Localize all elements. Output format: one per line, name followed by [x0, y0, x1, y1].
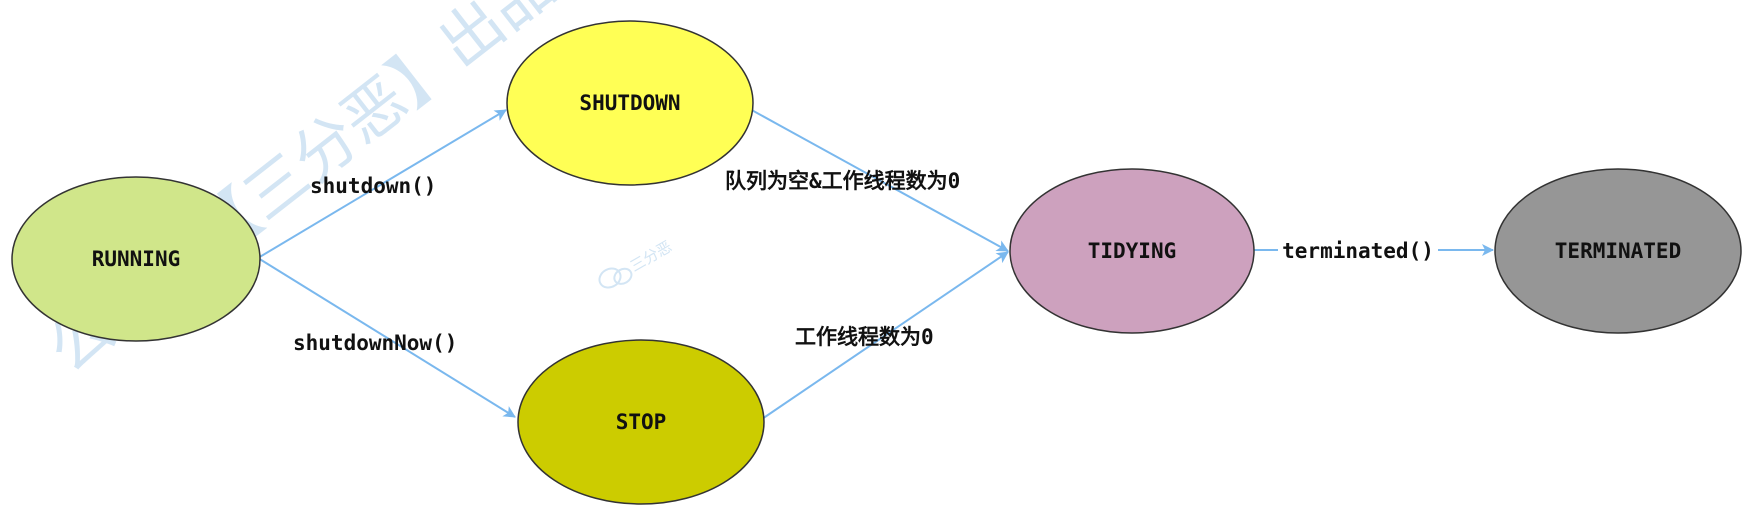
node-terminated-label: TERMINATED: [1555, 239, 1681, 263]
node-running: RUNNING: [11, 176, 261, 342]
edge-labels: shutdown() shutdownNow() 队列为空&工作线程数为0 工作…: [293, 169, 1434, 355]
edges: [257, 107, 1494, 420]
node-running-label: RUNNING: [92, 247, 181, 271]
edge-shutdown-to-tidying: [747, 107, 1009, 252]
edge-label-queue-empty: 队列为空&工作线程数为0: [725, 169, 960, 193]
watermark-small-text: 三分恶: [627, 237, 675, 275]
edge-running-to-shutdown: [257, 109, 507, 259]
watermark-small: 三分恶: [598, 237, 675, 289]
node-stop-label: STOP: [616, 410, 667, 434]
node-running-shape: [11, 176, 261, 342]
edge-label-shutdown: shutdown(): [310, 174, 436, 198]
node-shutdown: SHUTDOWN: [506, 20, 754, 186]
node-shutdown-label: SHUTDOWN: [579, 91, 680, 115]
edge-running-to-stop: [257, 257, 516, 418]
node-stop-shape: [517, 339, 765, 505]
node-terminated: TERMINATED: [1494, 168, 1742, 334]
wechat-icon: [598, 267, 633, 289]
edge-label-terminated: terminated(): [1282, 239, 1434, 263]
node-tidying-shape: [1009, 168, 1255, 334]
edge-label-workers-zero: 工作线程数为0: [795, 325, 934, 349]
node-tidying: TIDYING: [1009, 168, 1255, 334]
edge-stop-to-tidying: [761, 251, 1009, 420]
node-terminated-shape: [1494, 168, 1742, 334]
edge-label-shutdown-now: shutdownNow(): [293, 331, 457, 355]
node-shutdown-shape: [506, 20, 754, 186]
node-tidying-label: TIDYING: [1088, 239, 1177, 263]
node-stop: STOP: [517, 339, 765, 505]
